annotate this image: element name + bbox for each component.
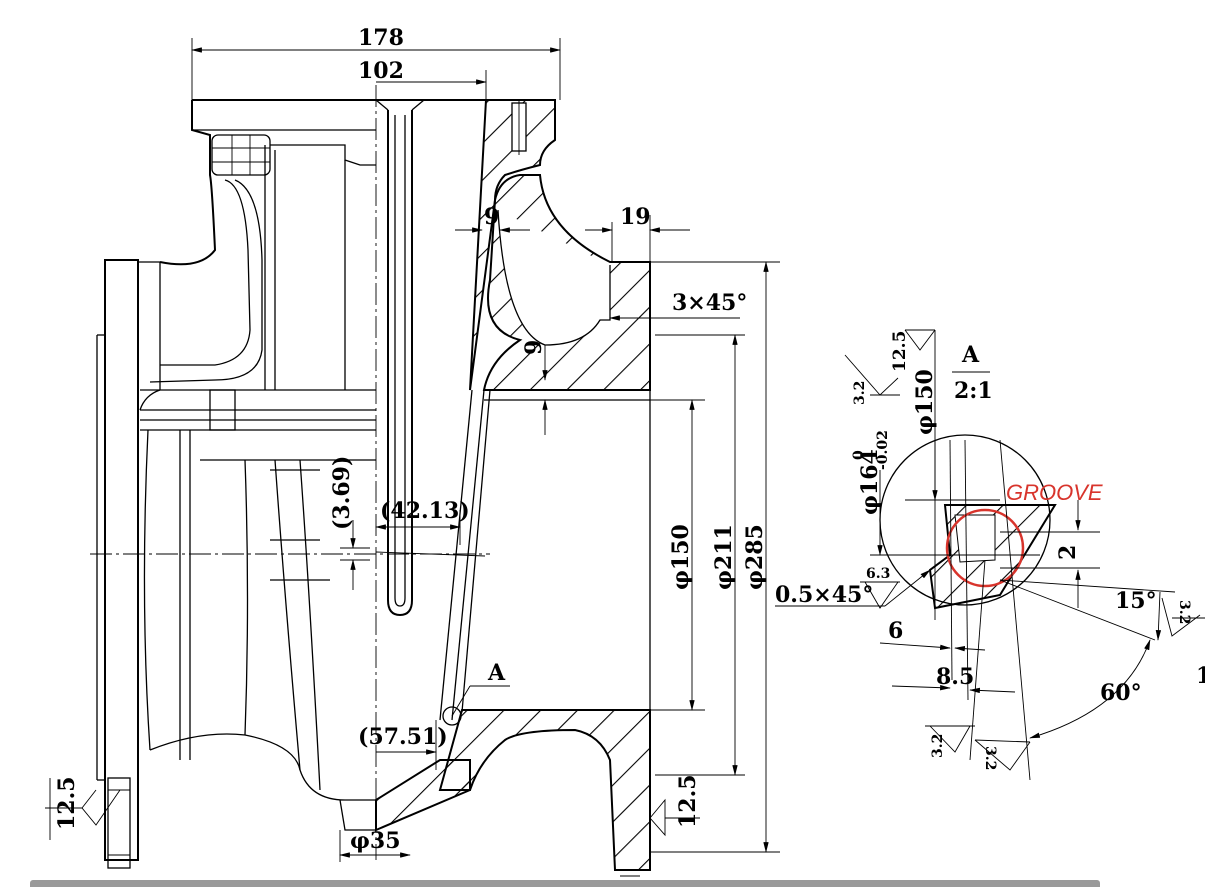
detail-depth: 2 [1055, 545, 1081, 560]
roughness-right: 12.5 [620, 774, 701, 877]
dim-4213-text: (42.13) [380, 498, 470, 524]
roughness-left-text: 12.5 [54, 776, 80, 830]
detail-roughness-32d: 3.2 [1176, 600, 1192, 624]
dim-102-text: 102 [358, 58, 404, 84]
dim-285-text: φ285 [742, 524, 768, 590]
detail-width-6: 6 [888, 618, 903, 644]
dim-chamfer: 3×45° [609, 290, 747, 321]
dim-19: 19 [585, 204, 690, 262]
detail-chamfer: 0.5×45° [775, 582, 873, 608]
detail-roughness-32a: 3.2 [852, 381, 868, 405]
detail-a-circle [442, 706, 462, 726]
detail-width-85: 8.5 [936, 664, 974, 690]
left-flange-body [96, 259, 191, 869]
stem [375, 99, 425, 617]
groove-label: GROOVE [1006, 480, 1103, 505]
dim-chamfer-text: 3×45° [672, 290, 747, 316]
dim-5751-text: (57.51) [358, 724, 448, 750]
dim-5751: (57.51) [358, 720, 448, 770]
dim-102: 102 [358, 58, 487, 100]
detail-scale: 2:1 [954, 378, 993, 404]
dim-19-text: 19 [620, 204, 651, 230]
detail-roughness-32b: 3.2 [930, 734, 946, 758]
detail-angle-60: 60° [1100, 680, 1142, 706]
lower-body [149, 459, 376, 831]
detail-angle-15: 15° [1115, 588, 1157, 614]
detail-view-a: A 2:1 GROOVE φ150 φ164 0 -0.02 12.5 [775, 329, 1205, 781]
detail-roughness-63: 6.3 [866, 566, 890, 582]
detail-dia-164: φ164 [857, 449, 883, 515]
top-body [149, 99, 486, 390]
detail-roughness-32c: 3.2 [982, 746, 998, 770]
dim-9-side: 9 [521, 340, 548, 435]
dim-150-text: φ150 [668, 524, 694, 590]
window-scrollbar[interactable] [30, 880, 1100, 887]
dim-9-top: 9 [455, 204, 530, 233]
dim-4213: (42.13) [375, 498, 486, 557]
dim-369: (3.69) [329, 456, 370, 590]
groove-highlight-circle [945, 508, 1025, 588]
detail-dia-150: φ150 [912, 369, 938, 435]
detail-roughness-top: 12.5 [890, 331, 910, 372]
hatched-section [375, 99, 651, 871]
roughness-right-text: 12.5 [675, 774, 701, 828]
section-marker-a: A [451, 660, 510, 717]
dim-diameters: φ150 φ211 φ285 [650, 261, 780, 853]
dim-211-text: φ211 [711, 524, 737, 590]
seat-taper [439, 389, 651, 726]
dim-35: φ35 [339, 828, 411, 862]
dim-35-text: φ35 [350, 828, 401, 854]
detail-label: A [961, 342, 980, 368]
web-band [139, 389, 376, 431]
dim-178-text: 178 [358, 25, 404, 51]
detail-edge-char: 1 [1196, 663, 1205, 689]
main-section-view: 178 102 9 19 3×45° [45, 25, 780, 877]
section-marker-a-text: A [487, 660, 506, 686]
dim-9-top-text: 9 [484, 204, 499, 230]
detail-tol-lower: -0.02 [875, 430, 891, 470]
dim-178: 178 [191, 25, 561, 100]
detail-tol-upper: 0 [851, 450, 867, 460]
dim-369-text: (3.69) [329, 456, 355, 530]
roughness-left: 12.5 [45, 776, 121, 840]
dim-9-side-text: 9 [521, 340, 547, 355]
